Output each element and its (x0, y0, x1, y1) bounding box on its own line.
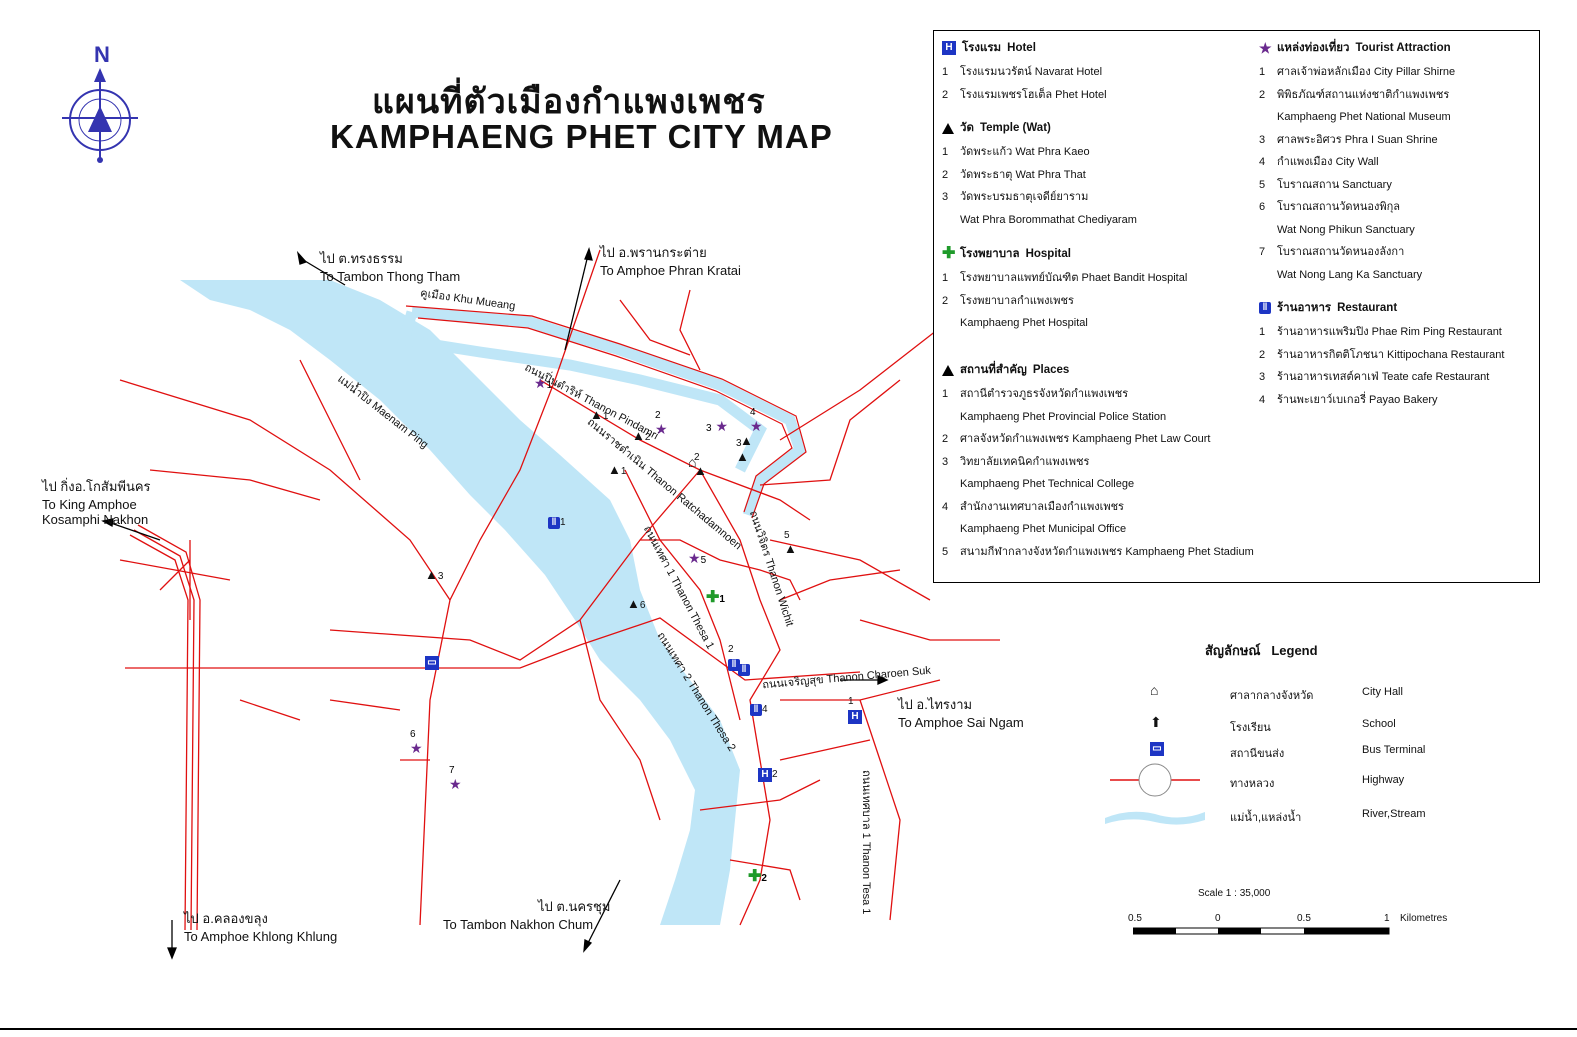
star-icon: ★ (1259, 40, 1272, 56)
restaurant-marker-3[interactable]: ‖ (738, 660, 750, 676)
hospital-marker-2[interactable]: ✚2 (748, 868, 767, 885)
school-icon: ⬆ (1150, 714, 1162, 730)
hospital-marker-1[interactable]: ✚1 (706, 589, 725, 606)
attraction-marker-6[interactable]: 6★ (410, 729, 423, 756)
places-marker-1[interactable]: ▲1 (608, 462, 627, 477)
temple-marker-1[interactable]: ▲1 (590, 407, 609, 422)
direction-arrows (101, 246, 889, 960)
scale-bar: Scale 1 : 35,000 0.5 0 0.5 1 Kilometres (1120, 888, 1460, 948)
restaurant-marker-2[interactable]: 2‖ (728, 640, 740, 671)
city-hall-marker[interactable]: ⌂ (688, 454, 697, 470)
attraction-marker-7[interactable]: 7★ (449, 765, 462, 792)
attraction-marker-1[interactable]: ★1 (534, 375, 553, 391)
places-marker-2[interactable]: 2▲ (694, 452, 707, 478)
attraction-marker-5[interactable]: ★5 (688, 550, 707, 566)
road-label-tesa-east: ถนนเทศบาล 1 Thanon Tesa 1 (860, 770, 872, 915)
attraction-marker-4[interactable]: 4★ (750, 407, 763, 434)
city-hall-icon: ⌂ (1150, 682, 1159, 698)
places-marker-4[interactable]: ▲ (740, 433, 753, 448)
bottom-rule (0, 1028, 1577, 1030)
places-icon (942, 364, 954, 376)
map-title-thai: แผนที่ตัวเมืองกำแพงเพชร (372, 82, 766, 122)
scale-ruler (1133, 927, 1390, 935)
attraction-marker-3[interactable]: 3 ★ (706, 418, 729, 434)
map-title-english: KAMPHAENG PHET CITY MAP (330, 118, 833, 155)
temple-marker-2[interactable]: ▲2 (632, 428, 651, 443)
attraction-marker-2[interactable]: 2★ (655, 410, 668, 437)
places-marker-6[interactable]: ▲6 (627, 596, 646, 611)
river-ping (180, 280, 740, 925)
bus-terminal-marker[interactable]: ▭ (425, 653, 439, 670)
hotel-icon: H (942, 41, 956, 55)
bus-terminal-icon: ▭ (1150, 742, 1164, 756)
places-marker-5[interactable]: 5▲ (784, 530, 797, 556)
roads (119, 249, 1001, 926)
scale-label: Scale 1 : 35,000 (1198, 888, 1271, 899)
north-label: N (94, 42, 110, 67)
river-icon (1105, 811, 1205, 825)
highway-icon (1110, 763, 1200, 797)
restaurant-marker-1[interactable]: ‖1 (548, 513, 566, 529)
highway (129, 524, 201, 931)
moat (397, 306, 807, 517)
restaurant-marker-4[interactable]: ‖4 (750, 700, 768, 716)
legend-title: สัญลักษณ์ Legend (1205, 643, 1318, 658)
north-arrow (62, 68, 138, 163)
places-marker-3[interactable]: ▲3 (425, 567, 444, 582)
hospital-icon: ✚ (942, 245, 956, 262)
temple-marker-3[interactable]: 3▲ (736, 438, 749, 464)
restaurant-icon: ‖ (1259, 302, 1271, 314)
temple-icon (942, 122, 954, 134)
